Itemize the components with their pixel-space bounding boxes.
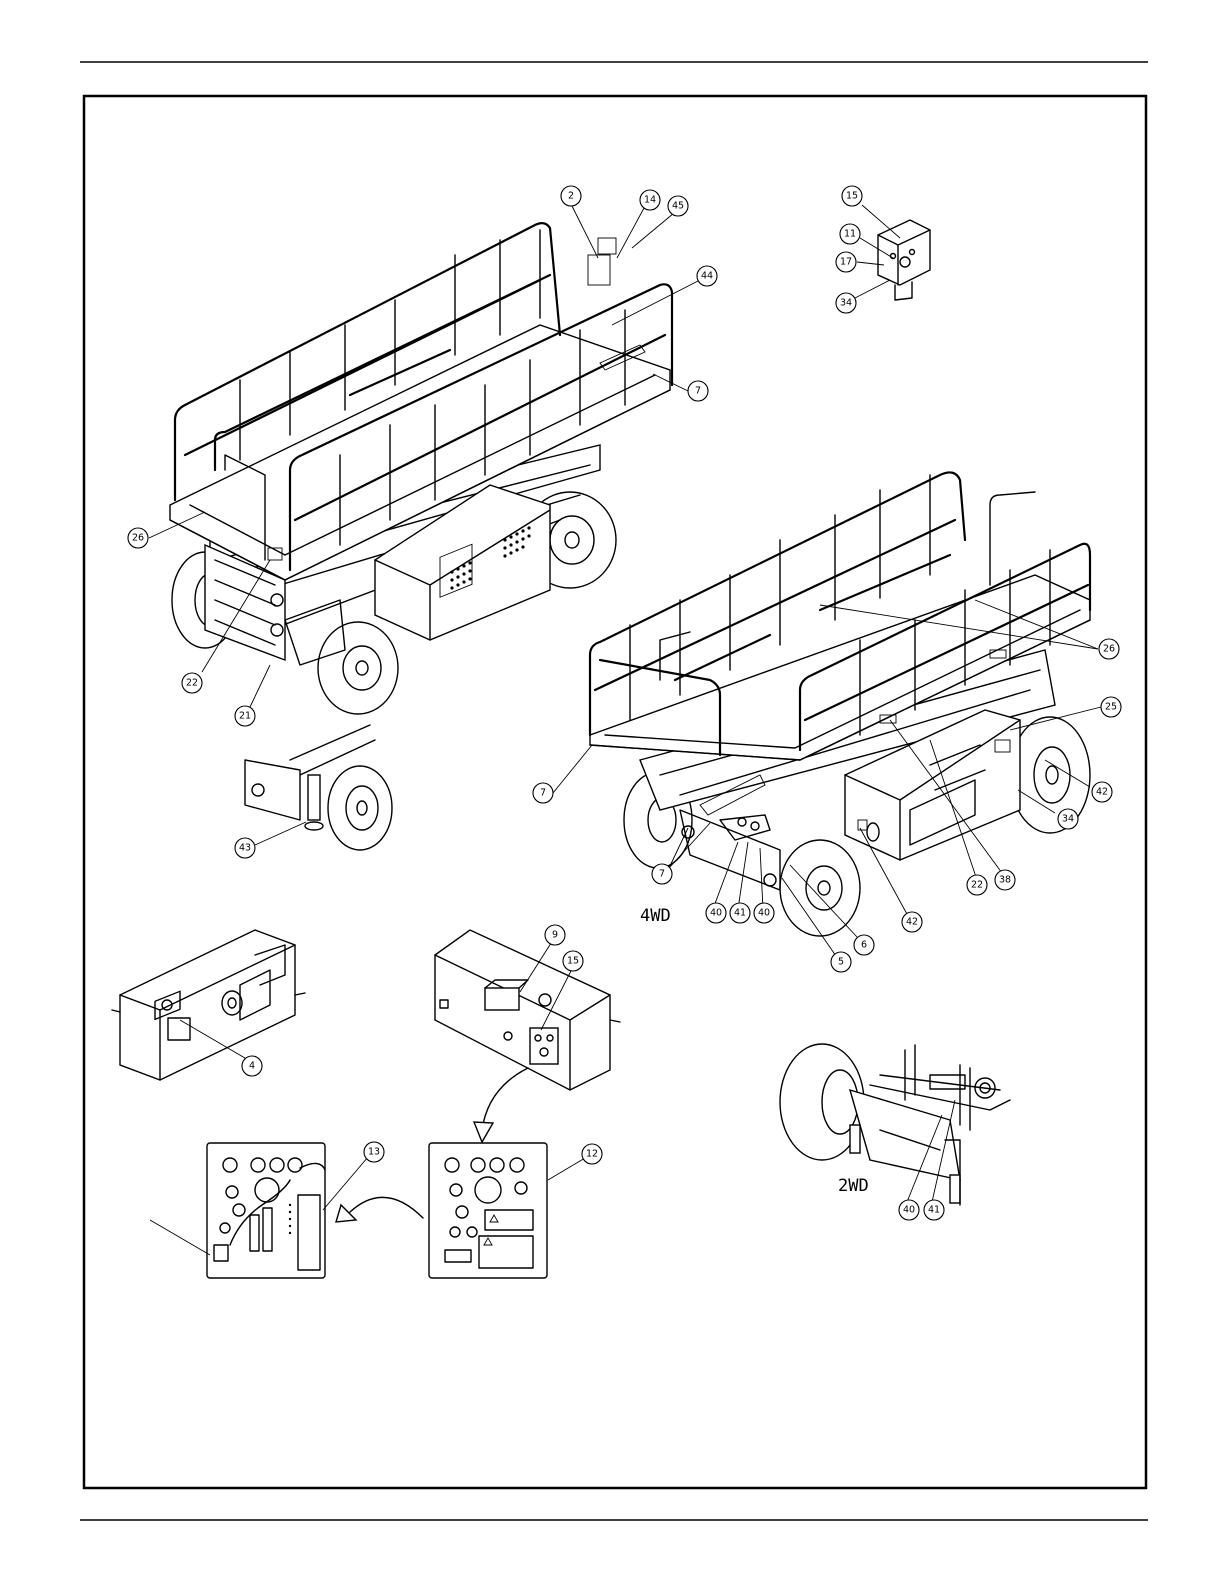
balloon-25: 25 <box>1101 697 1121 717</box>
engine-tray-detail <box>112 930 305 1080</box>
balloon-43: 43 <box>235 838 255 858</box>
balloon-42: 42 <box>902 912 922 932</box>
svg-text:45: 45 <box>672 201 684 212</box>
balloon-6: 6 <box>854 935 874 955</box>
svg-text:17: 17 <box>840 257 852 268</box>
control-panel-decal-left <box>207 1143 325 1278</box>
svg-text:44: 44 <box>701 271 713 282</box>
wheel-4wd-rear-right <box>1010 717 1090 833</box>
svg-text:13: 13 <box>368 1147 380 1158</box>
balloon-13: 13 <box>364 1142 384 1162</box>
balloon-15: 15 <box>842 186 862 206</box>
svg-text:25: 25 <box>1105 702 1117 713</box>
svg-text:12: 12 <box>586 1149 598 1160</box>
balloon-41: 41 <box>924 1200 944 1220</box>
balloon-21: 21 <box>235 706 255 726</box>
balloon-42: 42 <box>1092 782 1112 802</box>
svg-text:15: 15 <box>567 956 579 967</box>
balloon-15: 15 <box>563 951 583 971</box>
svg-text:40: 40 <box>710 908 722 919</box>
balloon-9: 9 <box>545 925 565 945</box>
label-4wd: 4WD <box>640 906 671 926</box>
svg-text:26: 26 <box>1103 644 1115 655</box>
control-box-detail <box>878 220 930 300</box>
balloon-38: 38 <box>995 870 1015 890</box>
svg-text:42: 42 <box>906 917 918 928</box>
balloon-14: 14 <box>640 190 660 210</box>
svg-text:22: 22 <box>186 678 198 689</box>
wheel-front-right <box>318 622 398 714</box>
svg-text:14: 14 <box>644 195 656 206</box>
balloon-7: 7 <box>533 783 553 803</box>
svg-text:41: 41 <box>734 908 746 919</box>
balloon-4: 4 <box>242 1056 262 1076</box>
balloon-34: 34 <box>836 293 856 313</box>
svg-text:5: 5 <box>838 957 844 968</box>
balloon-5: 5 <box>831 952 851 972</box>
svg-text:7: 7 <box>659 869 665 880</box>
svg-text:2: 2 <box>568 191 574 202</box>
svg-text:6: 6 <box>861 940 867 951</box>
svg-text:34: 34 <box>840 298 852 309</box>
balloon-41: 41 <box>730 903 750 923</box>
svg-text:40: 40 <box>903 1205 915 1216</box>
svg-text:34: 34 <box>1062 814 1074 825</box>
control-panel-decal-right <box>429 1143 547 1278</box>
balloon-11: 11 <box>840 224 860 244</box>
axle-detail-2wd <box>780 1044 1010 1205</box>
balloon-40: 40 <box>706 903 726 923</box>
scissor-lift-left-view <box>170 223 672 714</box>
balloon-22: 22 <box>967 875 987 895</box>
svg-text:7: 7 <box>695 386 701 397</box>
balloon-40: 40 <box>754 903 774 923</box>
svg-text:11: 11 <box>844 229 856 240</box>
svg-text:40: 40 <box>758 908 770 919</box>
svg-text:4: 4 <box>249 1061 255 1072</box>
svg-text:22: 22 <box>971 880 983 891</box>
battery-tray-detail <box>435 930 620 1090</box>
balloon-40: 40 <box>899 1200 919 1220</box>
wheel-4wd-front <box>780 840 860 936</box>
balloon-12: 12 <box>582 1144 602 1164</box>
svg-text:26: 26 <box>132 533 144 544</box>
svg-text:21: 21 <box>239 711 251 722</box>
balloon-26: 26 <box>1099 639 1119 659</box>
balloon-22: 22 <box>182 673 202 693</box>
balloon-17: 17 <box>836 252 856 272</box>
outrigger-detail <box>245 725 392 850</box>
balloon-7: 7 <box>652 864 672 884</box>
balloon-45: 45 <box>668 196 688 216</box>
balloon-34: 34 <box>1058 809 1078 829</box>
balloon-44: 44 <box>697 266 717 286</box>
balloon-26: 26 <box>128 528 148 548</box>
svg-text:7: 7 <box>540 788 546 799</box>
label-2wd: 2WD <box>838 1176 869 1196</box>
svg-text:43: 43 <box>239 843 251 854</box>
balloon-2: 2 <box>561 186 581 206</box>
svg-text:42: 42 <box>1096 787 1108 798</box>
svg-text:9: 9 <box>552 930 558 941</box>
balloon-7: 7 <box>688 381 708 401</box>
svg-text:38: 38 <box>999 875 1011 886</box>
svg-text:41: 41 <box>928 1205 940 1216</box>
svg-text:15: 15 <box>846 191 858 202</box>
